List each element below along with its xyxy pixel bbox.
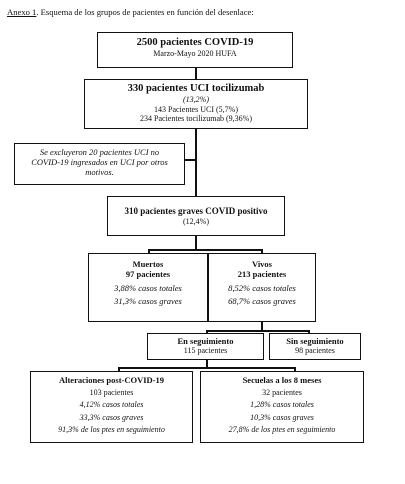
graves-pct: (12,4%): [183, 216, 209, 226]
vivos-line1: 8,52% casos totales: [228, 283, 296, 294]
seguimiento-title: En seguimiento: [177, 336, 234, 346]
vivos-line2: 68,7% casos graves: [228, 296, 296, 307]
secuelas-line3: 10,3% casos graves: [250, 412, 314, 422]
box-total-patients: 2500 pacientes COVID-19 Marzo-Mayo 2020 …: [97, 32, 293, 68]
vivos-title2: 213 pacientes: [237, 269, 287, 280]
box-deceased: Muertos 97 pacientes 3,88% casos totales…: [88, 253, 208, 322]
figure-caption: Anexo 1. Esquema de los grupos de pacien…: [7, 7, 254, 17]
alteraciones-line2: 4,12% casos totales: [79, 400, 144, 410]
muertos-line2: 31,3% casos graves: [114, 296, 182, 307]
total-title: 2500 pacientes COVID-19: [136, 37, 254, 48]
alteraciones-line3: 33,3% casos graves: [79, 412, 144, 422]
box-no-follow-up: Sin seguimiento 98 pacientes: [269, 333, 361, 360]
uci-pct: (13,2%): [183, 95, 209, 105]
connector-followup-bar: [206, 330, 309, 332]
box-uci-tocilizumab: 330 pacientes UCI tocilizumab (13,2%) 14…: [84, 79, 308, 129]
connector-seguimiento-split: [206, 360, 208, 368]
muertos-title1: Muertos: [132, 259, 164, 269]
secuelas-line2: 1,28% casos totales: [250, 400, 314, 410]
box-severe-patients: 310 pacientes graves COVID positivo (12,…: [107, 196, 285, 236]
secuelas-line1: 32 pacientes: [262, 388, 302, 398]
excluded-line2: COVID-19 ingresados en UCI por otros: [31, 157, 168, 168]
connector-results-bar: [118, 367, 295, 369]
uci-line1: 143 Pacientes UCI (5,7%): [154, 104, 238, 114]
excluded-line1: Se excluyeron 20 pacientes UCI no: [39, 147, 160, 157]
connector-to-sin-seguimiento: [308, 330, 310, 333]
connector-vivos-split: [261, 322, 263, 331]
connector-outcome-bar: [148, 249, 262, 251]
box-sequelae-8-months: Secuelas a los 8 meses 32 pacientes 1,28…: [200, 371, 364, 443]
total-subtitle: Marzo-Mayo 2020 HUFA: [153, 49, 237, 59]
muertos-title2: 97 pacientes: [125, 269, 171, 280]
muertos-line1: 3,88% casos totales: [114, 283, 182, 294]
caption-prefix: Anexo 1: [7, 7, 37, 17]
connector-to-muertos: [148, 249, 150, 253]
connector-total-uci: [195, 68, 197, 79]
alteraciones-line1: 103 pacientes: [89, 388, 134, 398]
secuelas-title: Secuelas a los 8 meses: [242, 375, 322, 385]
alteraciones-title: Alteraciones post-COVID-19: [58, 375, 165, 385]
connector-uci-graves: [195, 129, 197, 196]
connector-graves-split: [195, 236, 197, 250]
uci-line2: 234 Pacientes tocilizumab (9,36%): [140, 114, 252, 124]
box-alive: Vivos 213 pacientes 8,52% casos totales …: [208, 253, 316, 322]
box-follow-up: En seguimiento 115 pacientes: [147, 333, 264, 360]
connector-exclusion-branch: [185, 159, 196, 161]
box-excluded-note: Se excluyeron 20 pacientes UCI no COVID-…: [14, 143, 185, 185]
excluded-line3: motivos.: [85, 167, 114, 178]
connector-to-seguimiento: [206, 330, 208, 333]
graves-title: 310 pacientes graves COVID positivo: [124, 206, 268, 216]
connector-to-alteraciones: [118, 367, 120, 371]
caption-text: . Esquema de los grupos de pacientes en …: [36, 7, 254, 17]
uci-title: 330 pacientes UCI tocilizumab: [127, 83, 265, 94]
connector-to-vivos: [261, 249, 263, 253]
secuelas-line4: 27,8% de los ptes en seguimiento: [228, 425, 336, 435]
seguimiento-sub: 115 pacientes: [183, 346, 228, 356]
sin-seguimiento-sub: 98 pacientes: [295, 346, 335, 356]
vivos-title1: Vivos: [252, 259, 272, 269]
connector-to-secuelas: [294, 367, 296, 371]
sin-seguimiento-title: Sin seguimiento: [286, 336, 344, 346]
box-post-covid-alterations: Alteraciones post-COVID-19 103 pacientes…: [30, 371, 193, 443]
alteraciones-line4: 91,3% de los ptes en seguimiento: [58, 425, 165, 435]
